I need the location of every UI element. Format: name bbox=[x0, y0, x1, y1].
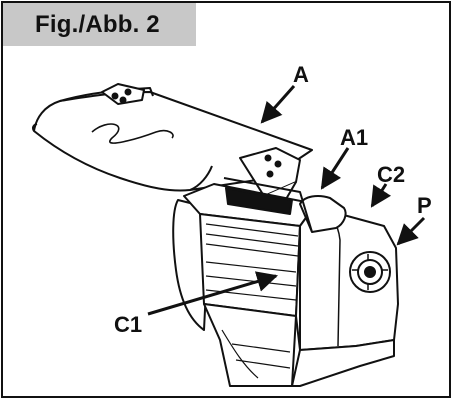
arrow-c1 bbox=[147, 271, 279, 316]
callout-c1: C1 bbox=[114, 312, 142, 337]
arrow-c2 bbox=[370, 183, 392, 208]
arrow-a bbox=[260, 85, 296, 124]
callout-c2: C2 bbox=[377, 162, 405, 187]
arrow-p bbox=[396, 216, 426, 246]
figure-title-box: Fig./Abb. 2 bbox=[3, 3, 196, 46]
feed-tray bbox=[32, 83, 313, 192]
arrow-a1 bbox=[320, 147, 350, 190]
figure-title: Fig./Abb. 2 bbox=[35, 10, 160, 38]
callout-p: P bbox=[417, 193, 432, 218]
callout-a1: A1 bbox=[340, 125, 368, 150]
callout-arrows bbox=[147, 85, 426, 316]
machine-body bbox=[172, 177, 399, 387]
callout-a: A bbox=[293, 62, 309, 87]
